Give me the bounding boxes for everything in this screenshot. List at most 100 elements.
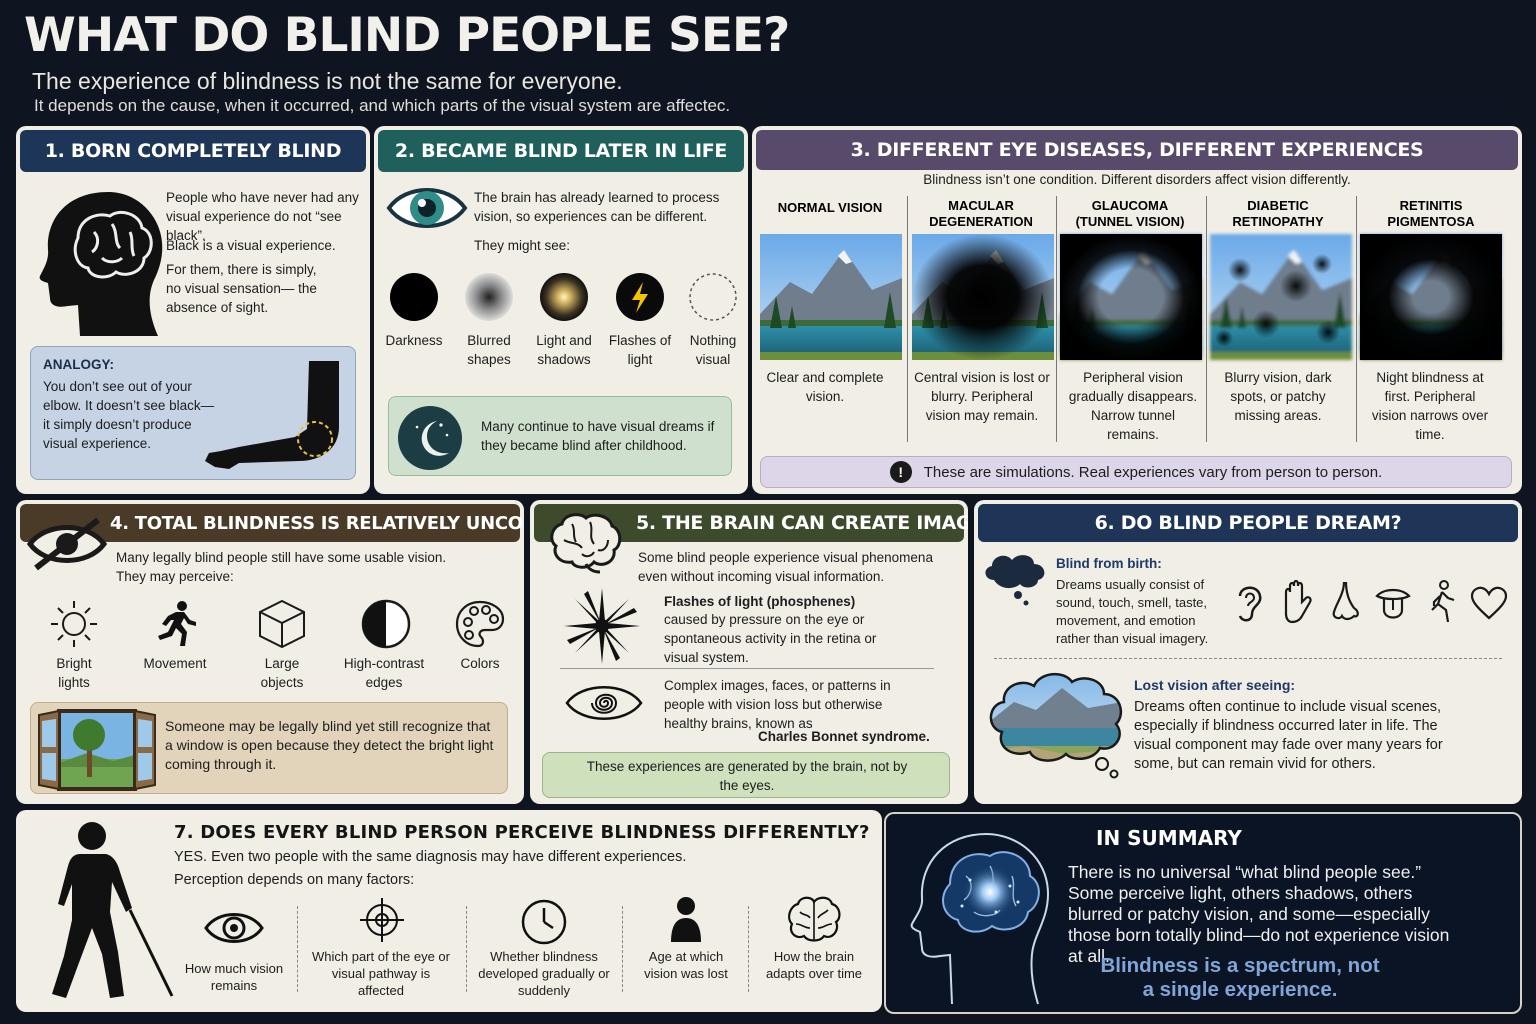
later-blind-text: The brain has already learned to process… (474, 190, 720, 224)
brain-outline-icon (788, 896, 841, 942)
col-name-3-line-2: (TUNNEL VISION) (1076, 214, 1185, 229)
born-blind-text-1: People who have never had any visual exp… (166, 190, 359, 243)
contrast-icon (361, 599, 411, 649)
diseases-intro: Blindness isn’t one condition. Different… (923, 172, 1351, 187)
summary-title: IN SUMMARY (1096, 826, 1242, 850)
eye-icon (386, 188, 468, 228)
blurred-shapes-icon (465, 273, 513, 321)
panel-brain-images: 5. THE BRAIN CAN CREATE IMAGES Some blin… (530, 500, 968, 804)
starburst-icon (564, 588, 640, 664)
col-name-5-line-2: PIGMENTOSA (1387, 214, 1475, 229)
panel-total-blindness: 4. TOTAL BLINDNESS IS RELATIVELY UNCOMMO… (16, 500, 524, 804)
light-shadows-icon (540, 273, 588, 321)
factor-label-1: How much vision remains (184, 961, 284, 993)
brain-images-intro: Some blind people experience visual phen… (638, 550, 933, 584)
col-desc-5: Night blindness at first. Peripheral vis… (1371, 370, 1489, 442)
eye-slash-icon (26, 517, 108, 571)
scenic-dream-cloud (989, 673, 1123, 779)
clock-icon (521, 899, 567, 945)
might-see-label-5: Nothing visual (689, 333, 737, 367)
retinitis-pigmentosa-image (1360, 234, 1502, 360)
perceive-label-2: Movement (143, 656, 207, 671)
lost-vision-text: Dreams often continue to include visual … (1134, 699, 1443, 772)
panel-4-title: 4. TOTAL BLINDNESS IS RELATIVELY UNCOMMO… (20, 504, 524, 542)
panel-eye-diseases: 3. DIFFERENT EYE DISEASES, DIFFERENT EXP… (752, 126, 1522, 494)
analogy-title: ANALOGY: (43, 357, 114, 372)
panel-born-blind: 1. BORN COMPLETELY BLIND People who have… (16, 126, 370, 494)
divider (560, 668, 934, 669)
elbow-arm-icon (205, 361, 339, 469)
perceive-label-5: Colors (460, 656, 500, 671)
might-see-label-1: Darkness (385, 333, 443, 348)
col-name-2-line-2: DEGENERATION (929, 214, 1033, 229)
dark-thought-cloud-icon (985, 555, 1045, 606)
col-name-2-line-1: MACULAR (948, 198, 1014, 213)
charles-bonnet-label: Charles Bonnet syndrome. (758, 729, 930, 744)
tongue-icon (1375, 588, 1411, 619)
dotted-divider (994, 658, 1502, 659)
col-name-1-line-1: NORMAL VISION (778, 200, 883, 215)
simulation-note: These are simulations. Real experiences … (923, 463, 1383, 481)
panel-2-title: 2. BECAME BLIND LATER IN LIFE (378, 130, 744, 172)
panel-6-title: 6. DO BLIND PEOPLE DREAM? (978, 504, 1518, 542)
panel-perception: 7. DOES EVERY BLIND PERSON PERCEIVE BLIN… (16, 810, 882, 1012)
simulation-note-box: ! These are simulations. Real experience… (760, 456, 1512, 488)
column-divider (1206, 196, 1207, 442)
open-window-image (38, 709, 156, 791)
dashed-divider (748, 906, 749, 992)
macular-degeneration-image (912, 234, 1054, 360)
might-see-label-4: Flashes of light (608, 333, 672, 367)
perception-yes: YES. Even two people with the same diagn… (174, 849, 687, 865)
warning-icon: ! (889, 461, 912, 483)
person-with-cane-icon (52, 822, 174, 998)
perceive-label-3: Large objects (260, 656, 304, 690)
brain-note-box: These experiences are generated by the b… (542, 752, 950, 798)
col-name-4-line-1: DIABETIC (1247, 198, 1309, 213)
eye-outline-icon (204, 913, 264, 943)
visual-dreams-text: Many continue to have visual dreams if t… (481, 419, 715, 453)
heart-icon (1470, 586, 1508, 620)
page-title: WHAT DO BLIND PEOPLE SEE? (24, 8, 790, 63)
perception-factors: Perception depends on many factors: (174, 872, 415, 888)
col-desc-2: Central vision is lost or blurry. Periph… (914, 370, 1050, 423)
perceive-label-1: Bright lights (56, 656, 92, 690)
brain-icon (550, 513, 622, 574)
born-blind-text-3: For them, there is simply, no visual sen… (166, 262, 317, 315)
running-person-icon (158, 601, 196, 646)
col-desc-4: Blurry vision, dark spots, or patchy mis… (1224, 370, 1332, 423)
perceive-label-4: High-contrast edges (343, 656, 425, 690)
glowing-head-brain-icon (910, 833, 1050, 1005)
cube-icon (259, 599, 305, 649)
window-box: Someone may be legally blind yet still r… (30, 702, 508, 794)
factor-label-2: Which part of the eye or visual pathway … (311, 949, 450, 998)
moon-stars-icon (398, 406, 462, 470)
glaucoma-image (1060, 234, 1202, 360)
phosphenes-text: caused by pressure on the eye or spontan… (664, 612, 877, 665)
panel-1-title: 1. BORN COMPLETELY BLIND (20, 130, 366, 172)
flashes-icon (616, 273, 664, 321)
nothing-visual-icon (689, 273, 737, 321)
might-see-label: They might see: (474, 238, 571, 253)
dashed-divider (622, 906, 623, 992)
panel-7-title: 7. DOES EVERY BLIND PERSON PERCEIVE BLIN… (174, 822, 870, 843)
col-name-5-line-1: RETINITIS (1400, 198, 1463, 213)
vision-simulations: NORMAL VISION MACULAR DEGENERATION GLAUC… (760, 198, 1502, 360)
palette-icon (455, 600, 505, 648)
col-name-4-line-2: RETINOPATHY (1232, 214, 1324, 229)
column-divider (1056, 196, 1057, 442)
darkness-icon (390, 273, 438, 321)
factor-label-3: Whether blindness developed gradually or… (478, 949, 610, 998)
normal-vision-image (760, 234, 902, 360)
might-see-label-3: Light and shadows (536, 333, 592, 367)
summary-highlight: Blindness is a spectrum, not a single ex… (1100, 954, 1380, 1001)
col-name-3-line-1: GLAUCOMA (1092, 198, 1169, 213)
summary-text: There is no universal “what blind people… (1068, 862, 1450, 966)
person-icon (671, 897, 701, 942)
head-brain-icon (39, 192, 163, 336)
analogy-text: You don’t see out of your elbow. It does… (43, 379, 215, 451)
col-desc-1: Clear and complete vision. (766, 370, 884, 404)
bright-lights-icon (51, 601, 97, 647)
panel-3-title: 3. DIFFERENT EYE DISEASES, DIFFERENT EXP… (756, 130, 1518, 170)
blind-from-birth-text: Dreams usually consist of sound, touch, … (1056, 577, 1209, 646)
analogy-box: ANALOGY: You don’t see out of your elbow… (30, 346, 356, 480)
